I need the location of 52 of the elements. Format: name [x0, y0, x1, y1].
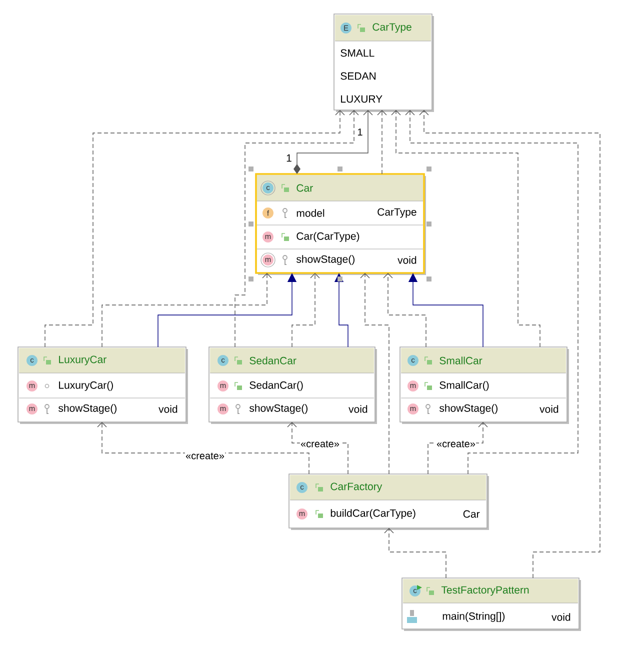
dependency-arrow [405, 110, 578, 474]
class-box [208, 346, 377, 424]
class-box [255, 173, 426, 275]
class-name: SedanCar [250, 356, 296, 364]
dependency-arrow [44, 110, 345, 348]
class-name: CarType [372, 23, 412, 33]
field-name: model [296, 209, 324, 217]
dependency-arrow [97, 422, 310, 474]
type-name: Car [463, 510, 480, 518]
dependency-arrow [377, 110, 387, 174]
class-box [400, 346, 569, 424]
class-name: CarFactory [330, 482, 382, 492]
multiplicity-label: 1 [286, 154, 292, 162]
method-name: buildCar(CarType) [330, 509, 416, 519]
edge-label: «create» [300, 440, 340, 448]
constant-name: SEDAN [340, 72, 376, 80]
dependency-arrow [360, 273, 390, 474]
method-name: showStage() [440, 404, 498, 414]
edge-label: «create» [184, 452, 226, 460]
method-name: showStage() [296, 255, 354, 265]
dependency-arrow [292, 273, 320, 348]
constant-name: SMALL [340, 49, 374, 57]
method-name: showStage() [58, 404, 116, 414]
type-name: void [540, 405, 558, 413]
type-name: void [348, 405, 368, 413]
method-name: LuxuryCar() [59, 381, 113, 391]
class-box [402, 578, 581, 631]
dependency-arrow [102, 273, 272, 348]
inheritance-arrow [408, 273, 484, 348]
class-name: Car [296, 184, 313, 192]
class-name: TestFactoryPattern [441, 586, 529, 596]
dependency-arrow [384, 528, 446, 578]
dependency-arrow [419, 110, 600, 578]
class-name: SmallCar [440, 356, 482, 364]
class-box [288, 474, 489, 530]
type-name: CarType [378, 208, 416, 218]
dependency-arrow [234, 110, 359, 348]
method-name: SedanCar() [250, 381, 303, 391]
type-name: void [158, 405, 178, 413]
constant-name: LUXURY [341, 95, 382, 103]
method-name: main(String[]) [442, 612, 505, 622]
class-box [334, 14, 434, 112]
type-name: void [552, 613, 570, 621]
class-box [18, 346, 188, 424]
method-name: SmallCar() [440, 381, 489, 391]
class-name: LuxuryCar [59, 356, 106, 366]
type-name: void [398, 256, 416, 264]
edge-label: «create» [436, 440, 476, 448]
method-name: showStage() [250, 404, 308, 414]
method-name: Car(CarType) [296, 232, 360, 242]
dependency-arrow [391, 110, 540, 348]
dependency-arrow [383, 273, 426, 348]
